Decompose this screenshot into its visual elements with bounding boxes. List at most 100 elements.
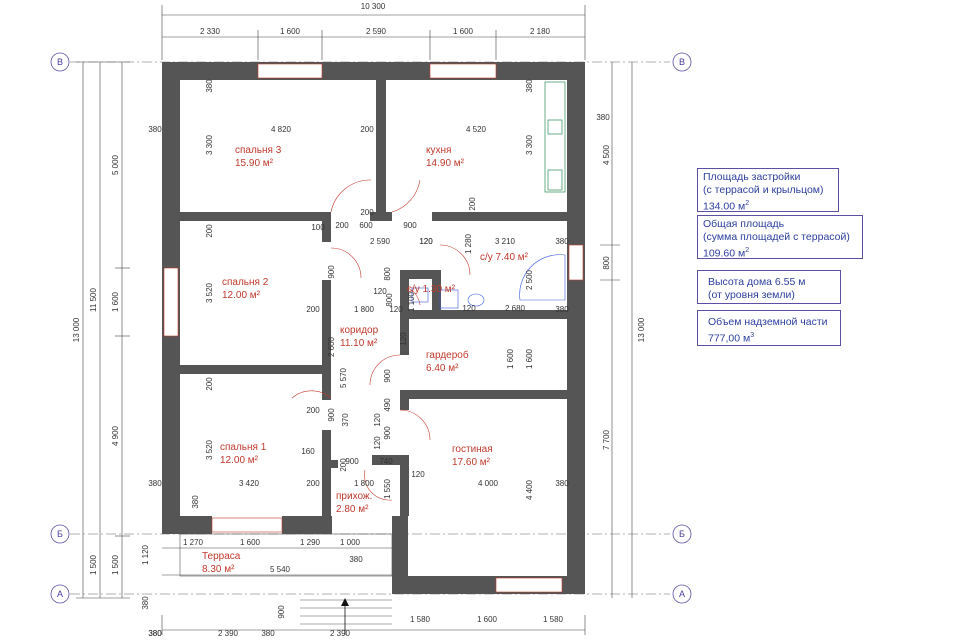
inner-dim-label: 380 — [148, 479, 162, 488]
inner-dim-label: 120 — [399, 332, 408, 346]
info-volume-title: Объем надземной части — [708, 316, 828, 328]
bottom-dim-4: 2 390 — [330, 629, 351, 638]
info-building-area-value: 134.00 м2 — [703, 200, 750, 213]
inner-dim-label: 2 680 — [505, 304, 526, 313]
left-dim-1500a: 1 500 — [89, 554, 98, 575]
axis-label-b-right: Б — [679, 529, 685, 539]
doors — [291, 179, 471, 501]
inner-dim-label: 1 550 — [383, 478, 392, 499]
inner-dim-label: 4 000 — [478, 479, 499, 488]
inner-dim-label: 200 — [335, 221, 349, 230]
left-dim-upper: 11 500 — [89, 288, 98, 312]
inner-dim-label: 100 — [311, 223, 325, 232]
inner-dim-label: 900 — [327, 408, 336, 422]
inner-dim-label: 200 — [205, 377, 214, 391]
axis-label-v-left: В — [57, 57, 63, 67]
inner-dim-label: 380 — [148, 629, 162, 638]
inner-dim-label: 2 600 — [327, 336, 336, 357]
room-bathroom-small: с/у 1.30 м² — [407, 284, 456, 295]
bathroom-fixtures — [411, 254, 566, 309]
inner-dim-label: 900 — [383, 369, 392, 383]
info-total-area-value: 109.60 м2 — [703, 247, 750, 260]
top-dim-1: 2 330 — [200, 27, 221, 36]
inner-dim-label: 200 — [306, 406, 320, 415]
inner-dim-label: 120 — [389, 305, 403, 314]
inner-dim-label: 120 — [373, 287, 387, 296]
inner-dim-label: 800 — [383, 267, 392, 281]
inner-dim-label: 120 — [373, 413, 382, 427]
inner-dim-label: 200 — [205, 224, 214, 238]
inner-dim-label: 120 — [419, 237, 433, 246]
room-area-corridor: 11.10 м² — [340, 338, 378, 349]
bottom-dim-6: 1 600 — [477, 615, 498, 624]
top-dim-4: 1 600 — [453, 27, 474, 36]
info-box-building-area: Площадь застройки (с террасой и крыльцом… — [697, 168, 839, 213]
left-dim-4900: 4 900 — [111, 425, 120, 446]
inner-dim-label: 120 — [462, 304, 476, 313]
bottom-dim-7: 1 580 — [543, 615, 564, 624]
entrance-arrow-icon — [341, 598, 349, 606]
info-total-area-note: (сумма площадей с террасой) — [703, 231, 850, 243]
room-name-bedroom-3: спальня 3 — [235, 145, 282, 156]
axis-markers: В В Б Б А А — [50, 52, 692, 604]
inner-dim-label: 380 — [349, 555, 363, 564]
inner-dim-label: 370 — [341, 413, 350, 427]
room-name-bedroom-2: спальня 2 — [222, 277, 269, 288]
inner-dim-label: 380 — [596, 113, 610, 122]
top-dim-2: 1 600 — [280, 27, 301, 36]
info-building-area-title: Площадь застройки — [703, 171, 801, 183]
inner-dim-label: 1 280 — [464, 233, 473, 254]
room-area-wardrobe: 6.40 м² — [426, 363, 459, 374]
inner-dim-label: 900 — [383, 426, 392, 440]
bottom-dim-5: 1 580 — [410, 615, 431, 624]
inner-dim-label: 740 — [379, 457, 393, 466]
right-dim-4500: 4 500 — [602, 144, 611, 165]
room-name-wardrobe: гардероб — [426, 349, 469, 361]
inner-dim-label: 120 — [419, 237, 433, 246]
inner-dim-label: 200 — [306, 305, 320, 314]
inner-dim-label: 200 — [306, 479, 320, 488]
bottom-dim-2: 2 390 — [218, 629, 239, 638]
inner-dim-label: 1 600 — [240, 538, 261, 547]
terrace-outline — [179, 533, 393, 625]
inner-dim-label: 900 — [345, 457, 359, 466]
info-box-volume: Объем надземной части 777,00 м3 — [697, 310, 841, 346]
inner-dim-label: 380 — [205, 79, 214, 93]
inner-dim-label: 1 000 — [340, 538, 361, 547]
inner-dim-label: 380 — [191, 495, 200, 509]
room-area-living: 17.60 м² — [452, 457, 491, 468]
inner-dim-label: 200 — [468, 197, 477, 211]
inner-dim-label: 1 120 — [141, 544, 150, 565]
top-dim-3: 2 590 — [366, 27, 387, 36]
inner-dim-label: 3 300 — [525, 134, 534, 155]
room-name-living: гостиная — [452, 444, 493, 455]
inner-dim-label: 1 100 — [407, 291, 416, 312]
inner-dim-label: 5 570 — [339, 367, 348, 388]
room-area-hall: 2.80 м² — [336, 504, 369, 515]
inner-dim-label: 3 520 — [205, 282, 214, 303]
room-name-bedroom-1: спальня 1 — [220, 442, 267, 453]
inner-dim-label: 2 500 — [525, 269, 534, 290]
inner-dim-label: 3 210 — [495, 237, 516, 246]
right-dim-800: 800 — [602, 256, 611, 270]
inner-dim-label: 200 — [339, 458, 348, 472]
inner-dim-label: 600 — [359, 221, 373, 230]
info-box-total-area: Общая площадь (сумма площадей с террасой… — [697, 215, 863, 260]
top-dim-5: 2 180 — [530, 27, 551, 36]
inner-dim-label: 380 — [555, 237, 569, 246]
bottom-dim-1: 380 — [148, 629, 162, 638]
inner-dim-label: 1 800 — [354, 479, 375, 488]
info-total-area-title: Общая площадь — [703, 218, 785, 230]
room-area-terrace: 8.30 м² — [202, 564, 235, 575]
room-name-corridor: коридор — [340, 325, 379, 336]
inner-dim-label: 380 — [148, 125, 162, 134]
room-area-bedroom-3: 15.90 м² — [235, 158, 274, 169]
inner-dim-label: 1 600 — [506, 348, 515, 369]
inner-dim-label: 120 — [373, 436, 382, 450]
inner-dim-label: 2 590 — [370, 237, 391, 246]
inner-dim-label: 1 800 — [354, 305, 375, 314]
info-volume-value: 777,00 м3 — [708, 332, 755, 345]
right-dim-7700: 7 700 — [602, 429, 611, 450]
